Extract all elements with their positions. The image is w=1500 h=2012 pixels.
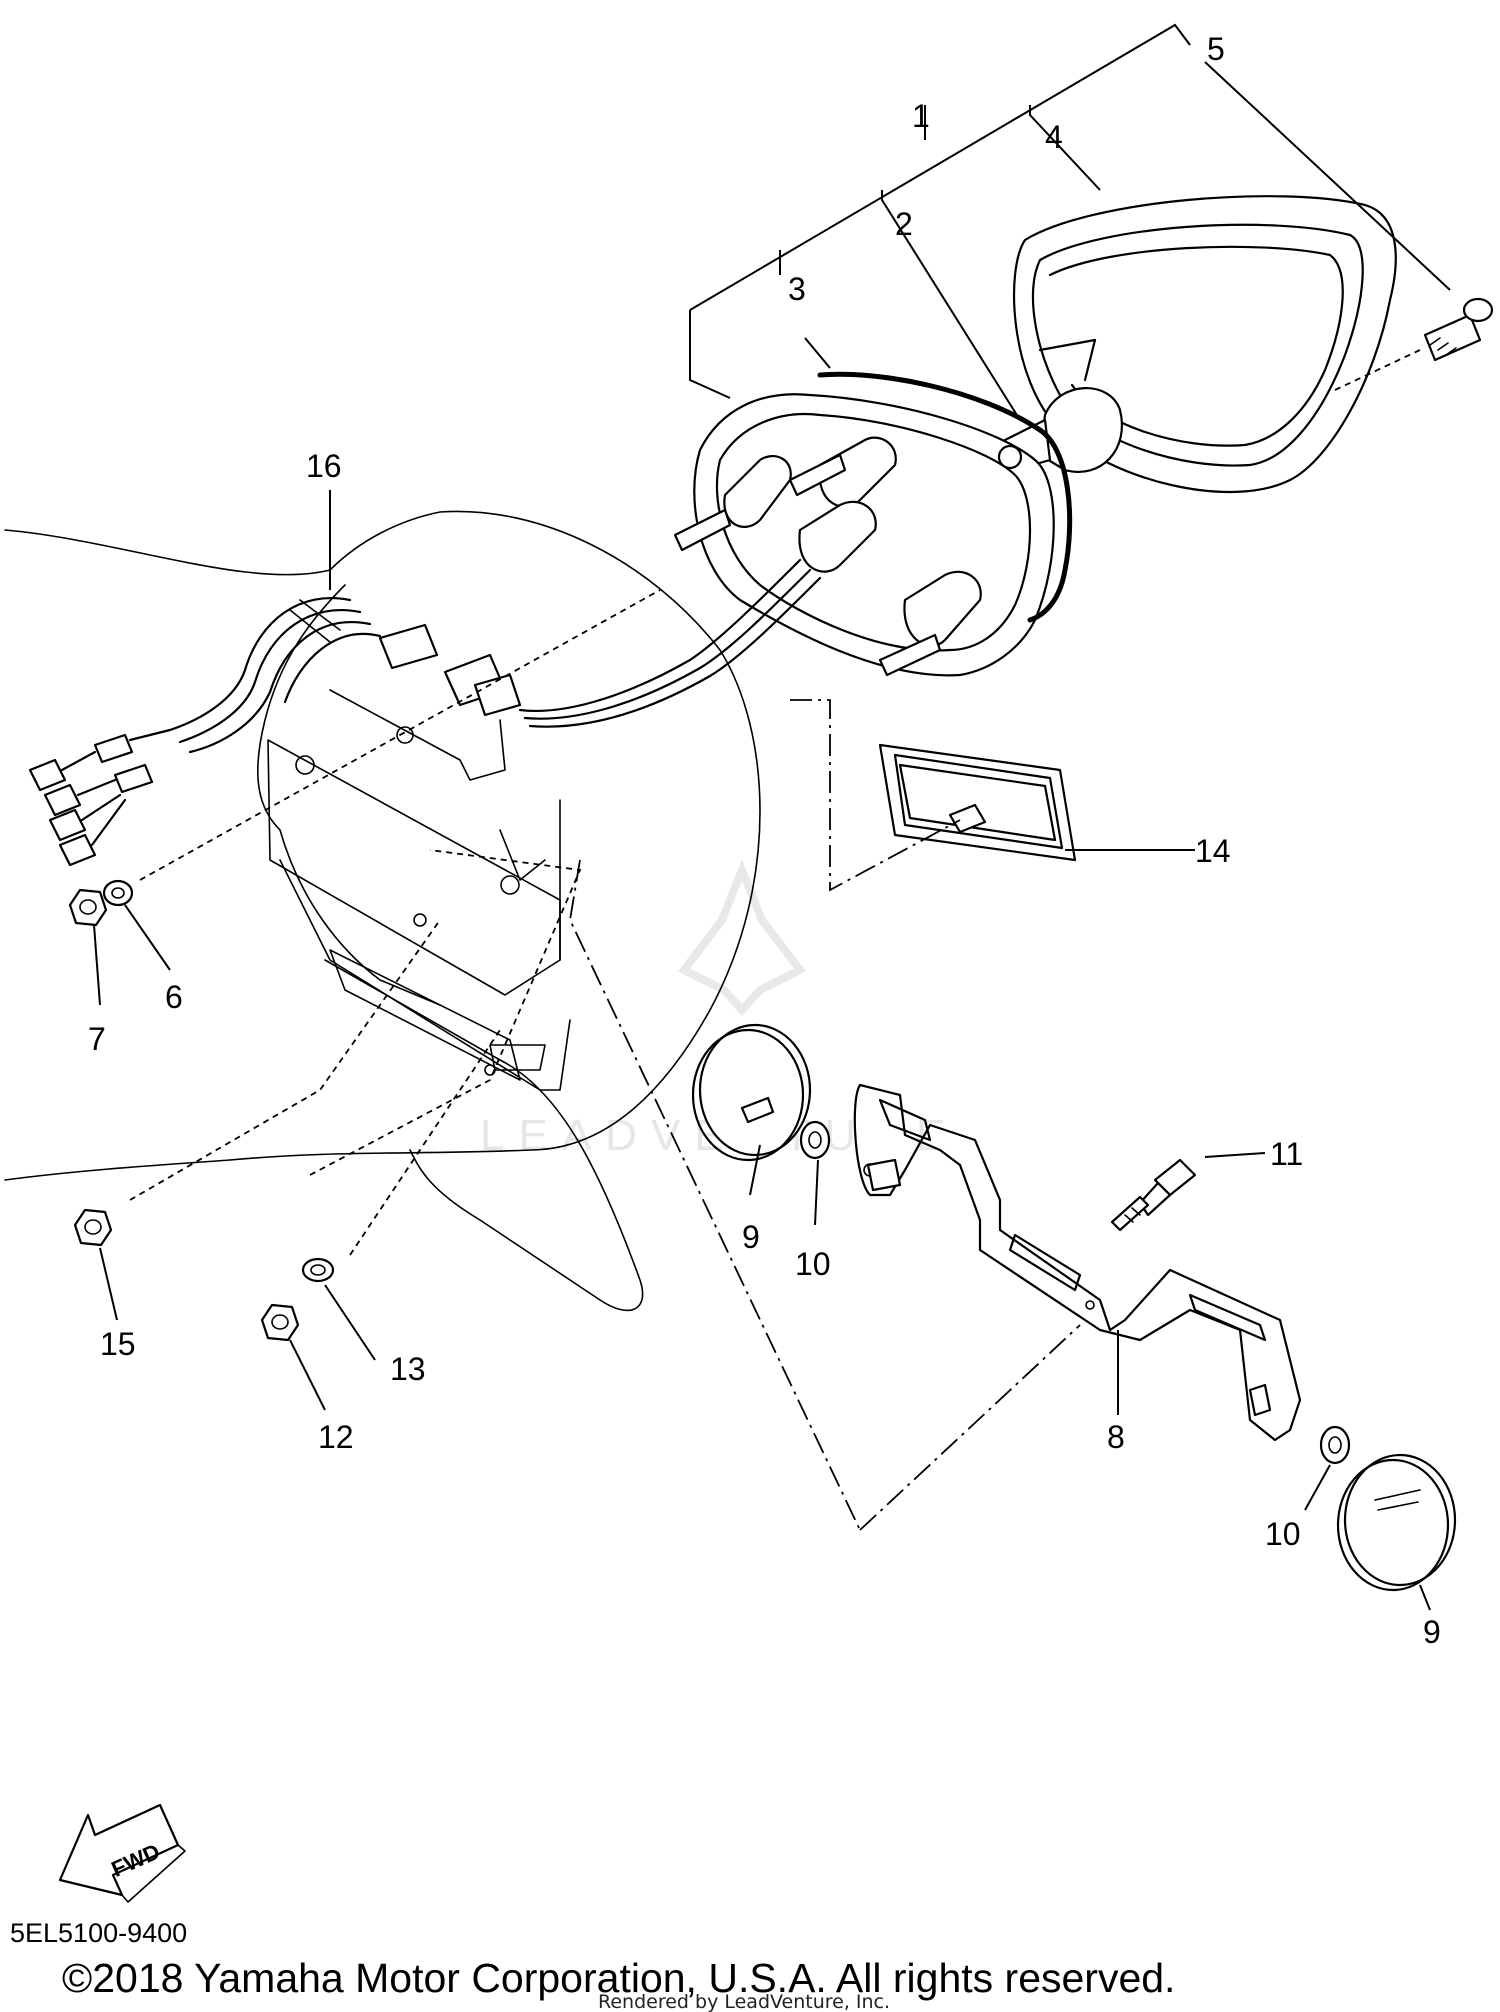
callout-6: 6 <box>165 979 183 1015</box>
fwd-arrow: FWD <box>58 1803 186 1903</box>
reflector-right <box>1336 1453 1457 1592</box>
leader-lines <box>93 23 1451 1611</box>
callout-10-right: 10 <box>1265 1516 1301 1552</box>
callout-10-left: 10 <box>795 1246 831 1282</box>
washer-6 <box>102 879 134 907</box>
collar-right <box>1319 1425 1351 1465</box>
bracket-bolt <box>1110 1158 1197 1232</box>
callout-11: 11 <box>1270 1136 1303 1172</box>
rendered-by: Rendered by LeadVenture, Inc. <box>598 1991 890 2012</box>
license-lamp <box>790 699 1077 892</box>
copyright-notice: ©2018 Yamaha Motor Corporation, U.S.A. A… <box>62 1955 1175 2001</box>
callout-9-left: 9 <box>742 1219 760 1255</box>
callout-13: 13 <box>390 1351 426 1387</box>
reflector-bracket <box>853 1083 1302 1442</box>
reflector-left <box>691 1023 812 1162</box>
washer-13 <box>301 1257 335 1283</box>
callout-7: 7 <box>88 1021 106 1057</box>
callout-12: 12 <box>318 1419 354 1455</box>
diagram-code: 5EL5100-9400 <box>10 1918 187 1948</box>
lens-screw <box>1423 297 1494 362</box>
nut-7 <box>68 888 108 927</box>
callout-labels: 1 2 3 4 5 6 7 8 9 9 10 10 11 12 13 14 15… <box>88 31 1441 1650</box>
callout-9-right: 9 <box>1423 1614 1441 1650</box>
alignment-lines <box>129 589 1081 1531</box>
callout-1: 1 <box>912 98 930 134</box>
nut-12 <box>260 1303 300 1342</box>
callout-4: 4 <box>1045 119 1063 155</box>
callout-16: 16 <box>306 448 342 484</box>
collar-left <box>799 1120 831 1160</box>
callout-8: 8 <box>1107 1419 1125 1455</box>
wiring-harness <box>28 597 522 867</box>
callout-3: 3 <box>788 271 806 307</box>
callout-2: 2 <box>895 206 913 242</box>
taillight-housing <box>518 371 1073 728</box>
callout-5: 5 <box>1207 31 1225 67</box>
callout-15: 15 <box>100 1326 136 1362</box>
callout-14: 14 <box>1195 833 1231 869</box>
nut-15 <box>73 1208 113 1247</box>
rear-fender-outline <box>4 510 761 1312</box>
